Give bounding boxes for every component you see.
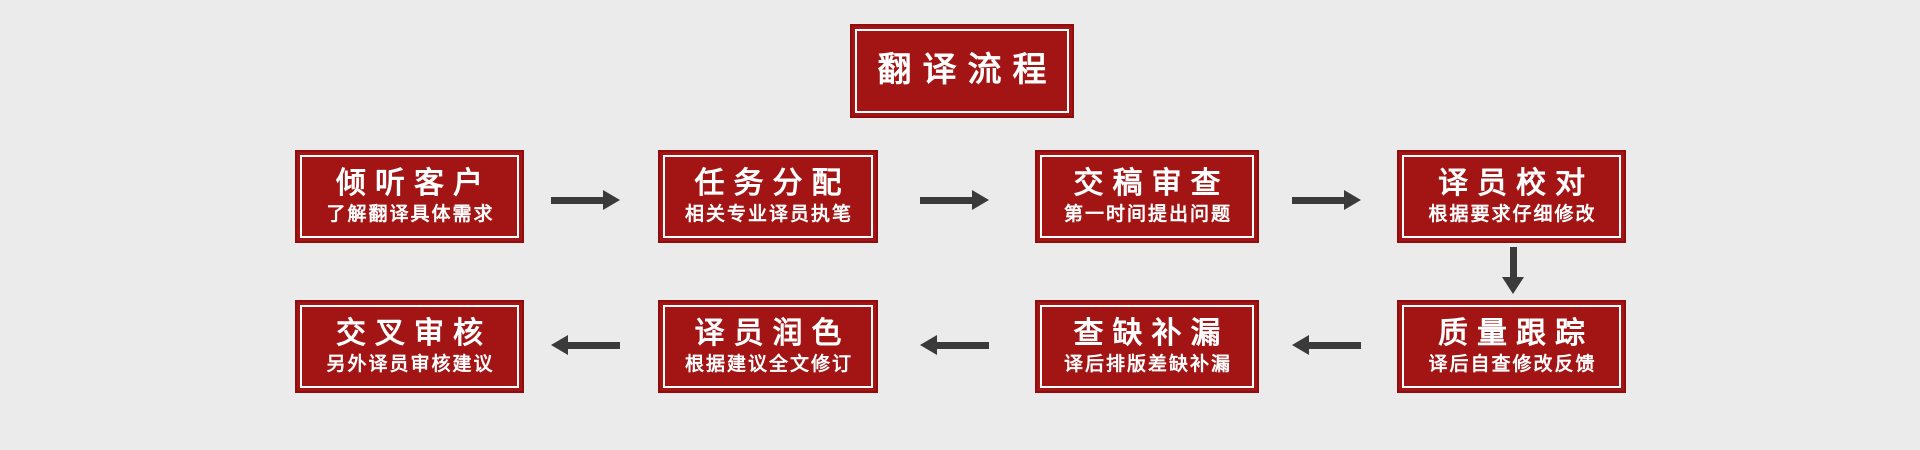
step-subtitle: 另外译员审核建议 (326, 353, 495, 375)
step-box-inner: 交叉审核 另外译员审核建议 (300, 305, 519, 388)
step-title: 倾听客户 (336, 166, 492, 200)
arrow-head (920, 335, 937, 355)
step-title: 交稿审查 (1073, 166, 1230, 200)
arrow-head (1502, 277, 1524, 294)
step-subtitle: 译后排版差缺补漏 (1063, 353, 1232, 375)
step-box-task-assignment: 任务分配 相关专业译员执笔 (658, 150, 878, 243)
step-subtitle: 第一时间提出问题 (1063, 203, 1232, 225)
arrow-down-icon (1502, 247, 1524, 294)
arrow-shaft (1509, 247, 1517, 277)
step-title: 译员润色 (694, 316, 851, 350)
arrow-right-icon (920, 190, 989, 210)
step-subtitle: 根据建议全文修订 (684, 353, 853, 375)
arrow-head (551, 335, 568, 355)
arrow-shaft (568, 341, 620, 349)
arrow-left-icon (551, 335, 620, 355)
arrow-head (972, 190, 989, 210)
step-box-inner: 译员润色 根据建议全文修订 (663, 305, 873, 388)
step-box-translator-polish: 译员润色 根据建议全文修订 (658, 300, 878, 393)
flow-title-box-inner: 翻译流程 (855, 29, 1069, 113)
step-box-inner: 查缺补漏 译后排版差缺补漏 (1040, 305, 1254, 388)
step-subtitle: 译后自查修改反馈 (1428, 353, 1597, 375)
step-title: 查缺补漏 (1073, 316, 1230, 350)
arrow-shaft (920, 196, 972, 204)
arrow-head (603, 190, 620, 210)
arrow-head (1344, 190, 1361, 210)
arrow-shaft (937, 341, 989, 349)
step-box-inner: 交稿审查 第一时间提出问题 (1040, 155, 1254, 238)
step-box-inner: 质量跟踪 译后自查修改反馈 (1402, 305, 1621, 388)
step-title: 交叉审核 (336, 316, 492, 350)
step-box-listen-customer: 倾听客户 了解翻译具体需求 (295, 150, 524, 243)
step-box-cross-review: 交叉审核 另外译员审核建议 (295, 300, 524, 393)
arrow-shaft (1309, 341, 1361, 349)
arrow-shaft (551, 196, 603, 204)
step-subtitle: 了解翻译具体需求 (326, 203, 495, 225)
step-title: 译员校对 (1438, 166, 1594, 200)
step-title: 任务分配 (694, 166, 851, 200)
step-box-draft-review: 交稿审查 第一时间提出问题 (1035, 150, 1259, 243)
step-box-inner: 任务分配 相关专业译员执笔 (663, 155, 873, 238)
arrow-shaft (1292, 196, 1344, 204)
arrow-right-icon (551, 190, 620, 210)
step-title: 质量跟踪 (1438, 316, 1594, 350)
step-box-translator-proofread: 译员校对 根据要求仔细修改 (1397, 150, 1626, 243)
arrow-head (1292, 335, 1309, 355)
arrow-right-icon (1292, 190, 1361, 210)
step-box-inner: 倾听客户 了解翻译具体需求 (300, 155, 519, 238)
step-box-quality-tracking: 质量跟踪 译后自查修改反馈 (1397, 300, 1626, 393)
step-box-gap-filling: 查缺补漏 译后排版差缺补漏 (1035, 300, 1259, 393)
step-subtitle: 相关专业译员执笔 (684, 203, 853, 225)
arrow-left-icon (920, 335, 989, 355)
flow-title-box: 翻译流程 (850, 24, 1074, 118)
step-subtitle: 根据要求仔细修改 (1428, 203, 1597, 225)
flow-title: 翻译流程 (877, 51, 1058, 90)
step-box-inner: 译员校对 根据要求仔细修改 (1402, 155, 1621, 238)
arrow-left-icon (1292, 335, 1361, 355)
